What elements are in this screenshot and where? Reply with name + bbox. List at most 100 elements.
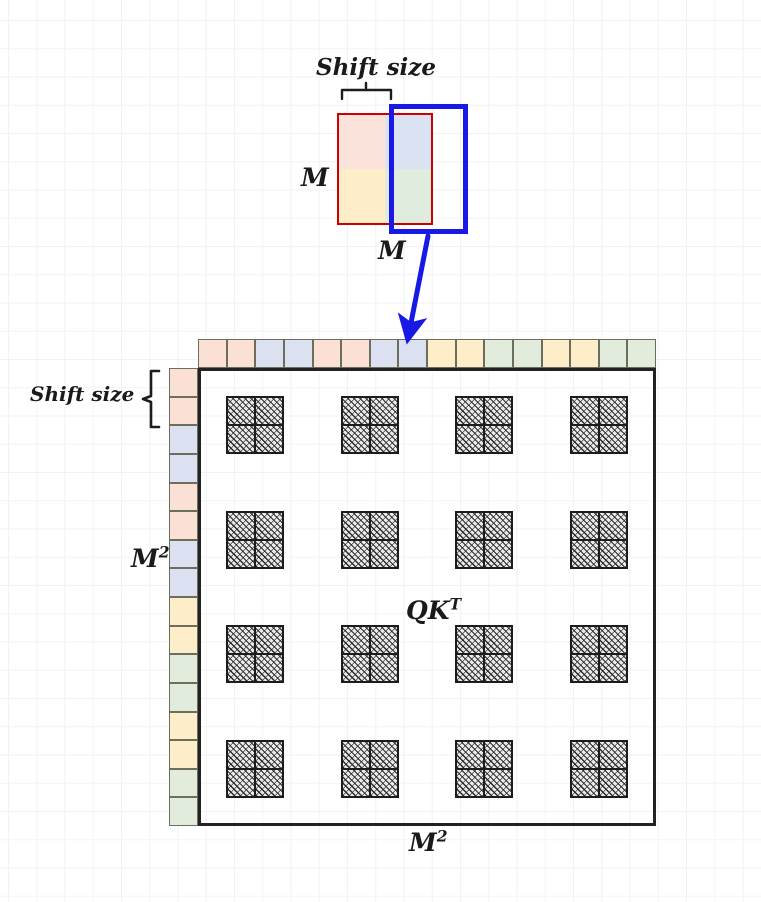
attention-block-cell (369, 626, 398, 655)
matrix-row-label: M2 (131, 544, 169, 573)
shifted-window-highlight (389, 104, 468, 234)
column-index-cell (198, 339, 227, 368)
row-index-cell (169, 568, 198, 597)
matrix-row-label-exponent: 2 (158, 542, 170, 562)
column-index-cell (541, 339, 571, 368)
attention-block-cell (598, 768, 627, 797)
attention-block-cell (456, 511, 485, 540)
attention-block-cell (570, 768, 599, 797)
attention-block-cell (456, 539, 485, 568)
attention-block-cell (369, 511, 398, 540)
row-index-cell (169, 396, 198, 426)
attention-block-cell (484, 740, 513, 769)
matrix-col-label-base: M (409, 828, 437, 857)
attention-block (569, 396, 628, 455)
matrix-col-label: M2 (409, 828, 447, 857)
attention-block-cell (341, 425, 370, 454)
attention-block-cell (484, 511, 513, 540)
row-index-cell (169, 482, 198, 512)
window-quadrant-top-left (339, 115, 385, 169)
attention-block-cell (598, 539, 627, 568)
attention-block-cell (598, 740, 627, 769)
column-index-cell (427, 339, 456, 368)
attention-block-cell (341, 654, 370, 683)
attention-block-cell (227, 511, 256, 540)
attention-block-cell (255, 425, 284, 454)
shift-size-top-label: Shift size (316, 54, 436, 81)
column-index-cell (283, 339, 313, 368)
row-index-strip (169, 368, 198, 826)
row-index-cell (169, 511, 198, 540)
matrix-center-label: QKT (406, 596, 461, 625)
attention-block-cell (456, 740, 485, 769)
row-index-cell (169, 539, 198, 569)
attention-block-cell (227, 539, 256, 568)
attention-block-cell (255, 511, 284, 540)
row-index-cell (169, 368, 198, 397)
shift-size-left-bracket (141, 369, 161, 429)
attention-block (340, 396, 399, 455)
attention-block-cell (456, 768, 485, 797)
attention-block-cell (484, 425, 513, 454)
attention-block-cell (570, 425, 599, 454)
attention-block-cell (456, 397, 485, 426)
window-width-label: M (378, 236, 406, 265)
column-index-cell (570, 339, 599, 368)
row-index-cell (169, 453, 198, 483)
attention-block-cell (484, 654, 513, 683)
row-index-cell (169, 768, 198, 798)
shift-size-top-bracket (340, 81, 393, 101)
attention-block-cell (598, 654, 627, 683)
column-index-cell (226, 339, 256, 368)
attention-block-cell (570, 654, 599, 683)
attention-block-cell (570, 397, 599, 426)
column-index-cell (398, 339, 427, 368)
attention-block-cell (227, 397, 256, 426)
attention-block-cell (369, 654, 398, 683)
window-quadrant-bottom-left (339, 169, 385, 223)
attention-block (340, 625, 399, 684)
attention-block-cell (255, 768, 284, 797)
row-index-cell (169, 625, 198, 655)
attention-block-cell (341, 626, 370, 655)
column-index-cell (627, 339, 656, 368)
attention-block-cell (341, 768, 370, 797)
row-index-cell (169, 740, 198, 769)
column-index-cell (484, 339, 513, 368)
matrix-col-label-exponent: 2 (436, 826, 448, 846)
attention-block (226, 396, 285, 455)
attention-block-cell (255, 654, 284, 683)
attention-block-cell (369, 539, 398, 568)
attention-block-cell (598, 511, 627, 540)
attention-block-cell (598, 425, 627, 454)
attention-block-cell (570, 740, 599, 769)
attention-block-cell (570, 626, 599, 655)
attention-block (569, 510, 628, 569)
window-height-label: M (301, 163, 329, 192)
attention-block-cell (369, 768, 398, 797)
matrix-center-label-exponent: T (449, 594, 462, 614)
attention-block-cell (570, 511, 599, 540)
attention-block-cell (369, 740, 398, 769)
column-index-cell (341, 339, 370, 368)
attention-block (340, 510, 399, 569)
attention-block-cell (598, 397, 627, 426)
attention-block-cell (227, 740, 256, 769)
attention-block-cell (570, 539, 599, 568)
attention-block-cell (484, 626, 513, 655)
attention-block-cell (255, 626, 284, 655)
attention-block-cell (227, 654, 256, 683)
attention-block (569, 625, 628, 684)
attention-block-cell (255, 740, 284, 769)
attention-block-cell (456, 626, 485, 655)
attention-block-cell (598, 626, 627, 655)
attention-block (226, 739, 285, 798)
attention-block-cell (255, 397, 284, 426)
row-index-cell (169, 425, 198, 454)
column-index-cell (255, 339, 284, 368)
attention-block (340, 739, 399, 798)
attention-block (455, 625, 514, 684)
row-index-cell (169, 597, 198, 626)
row-index-cell (169, 654, 198, 683)
matrix-center-label-base: QK (406, 596, 450, 625)
